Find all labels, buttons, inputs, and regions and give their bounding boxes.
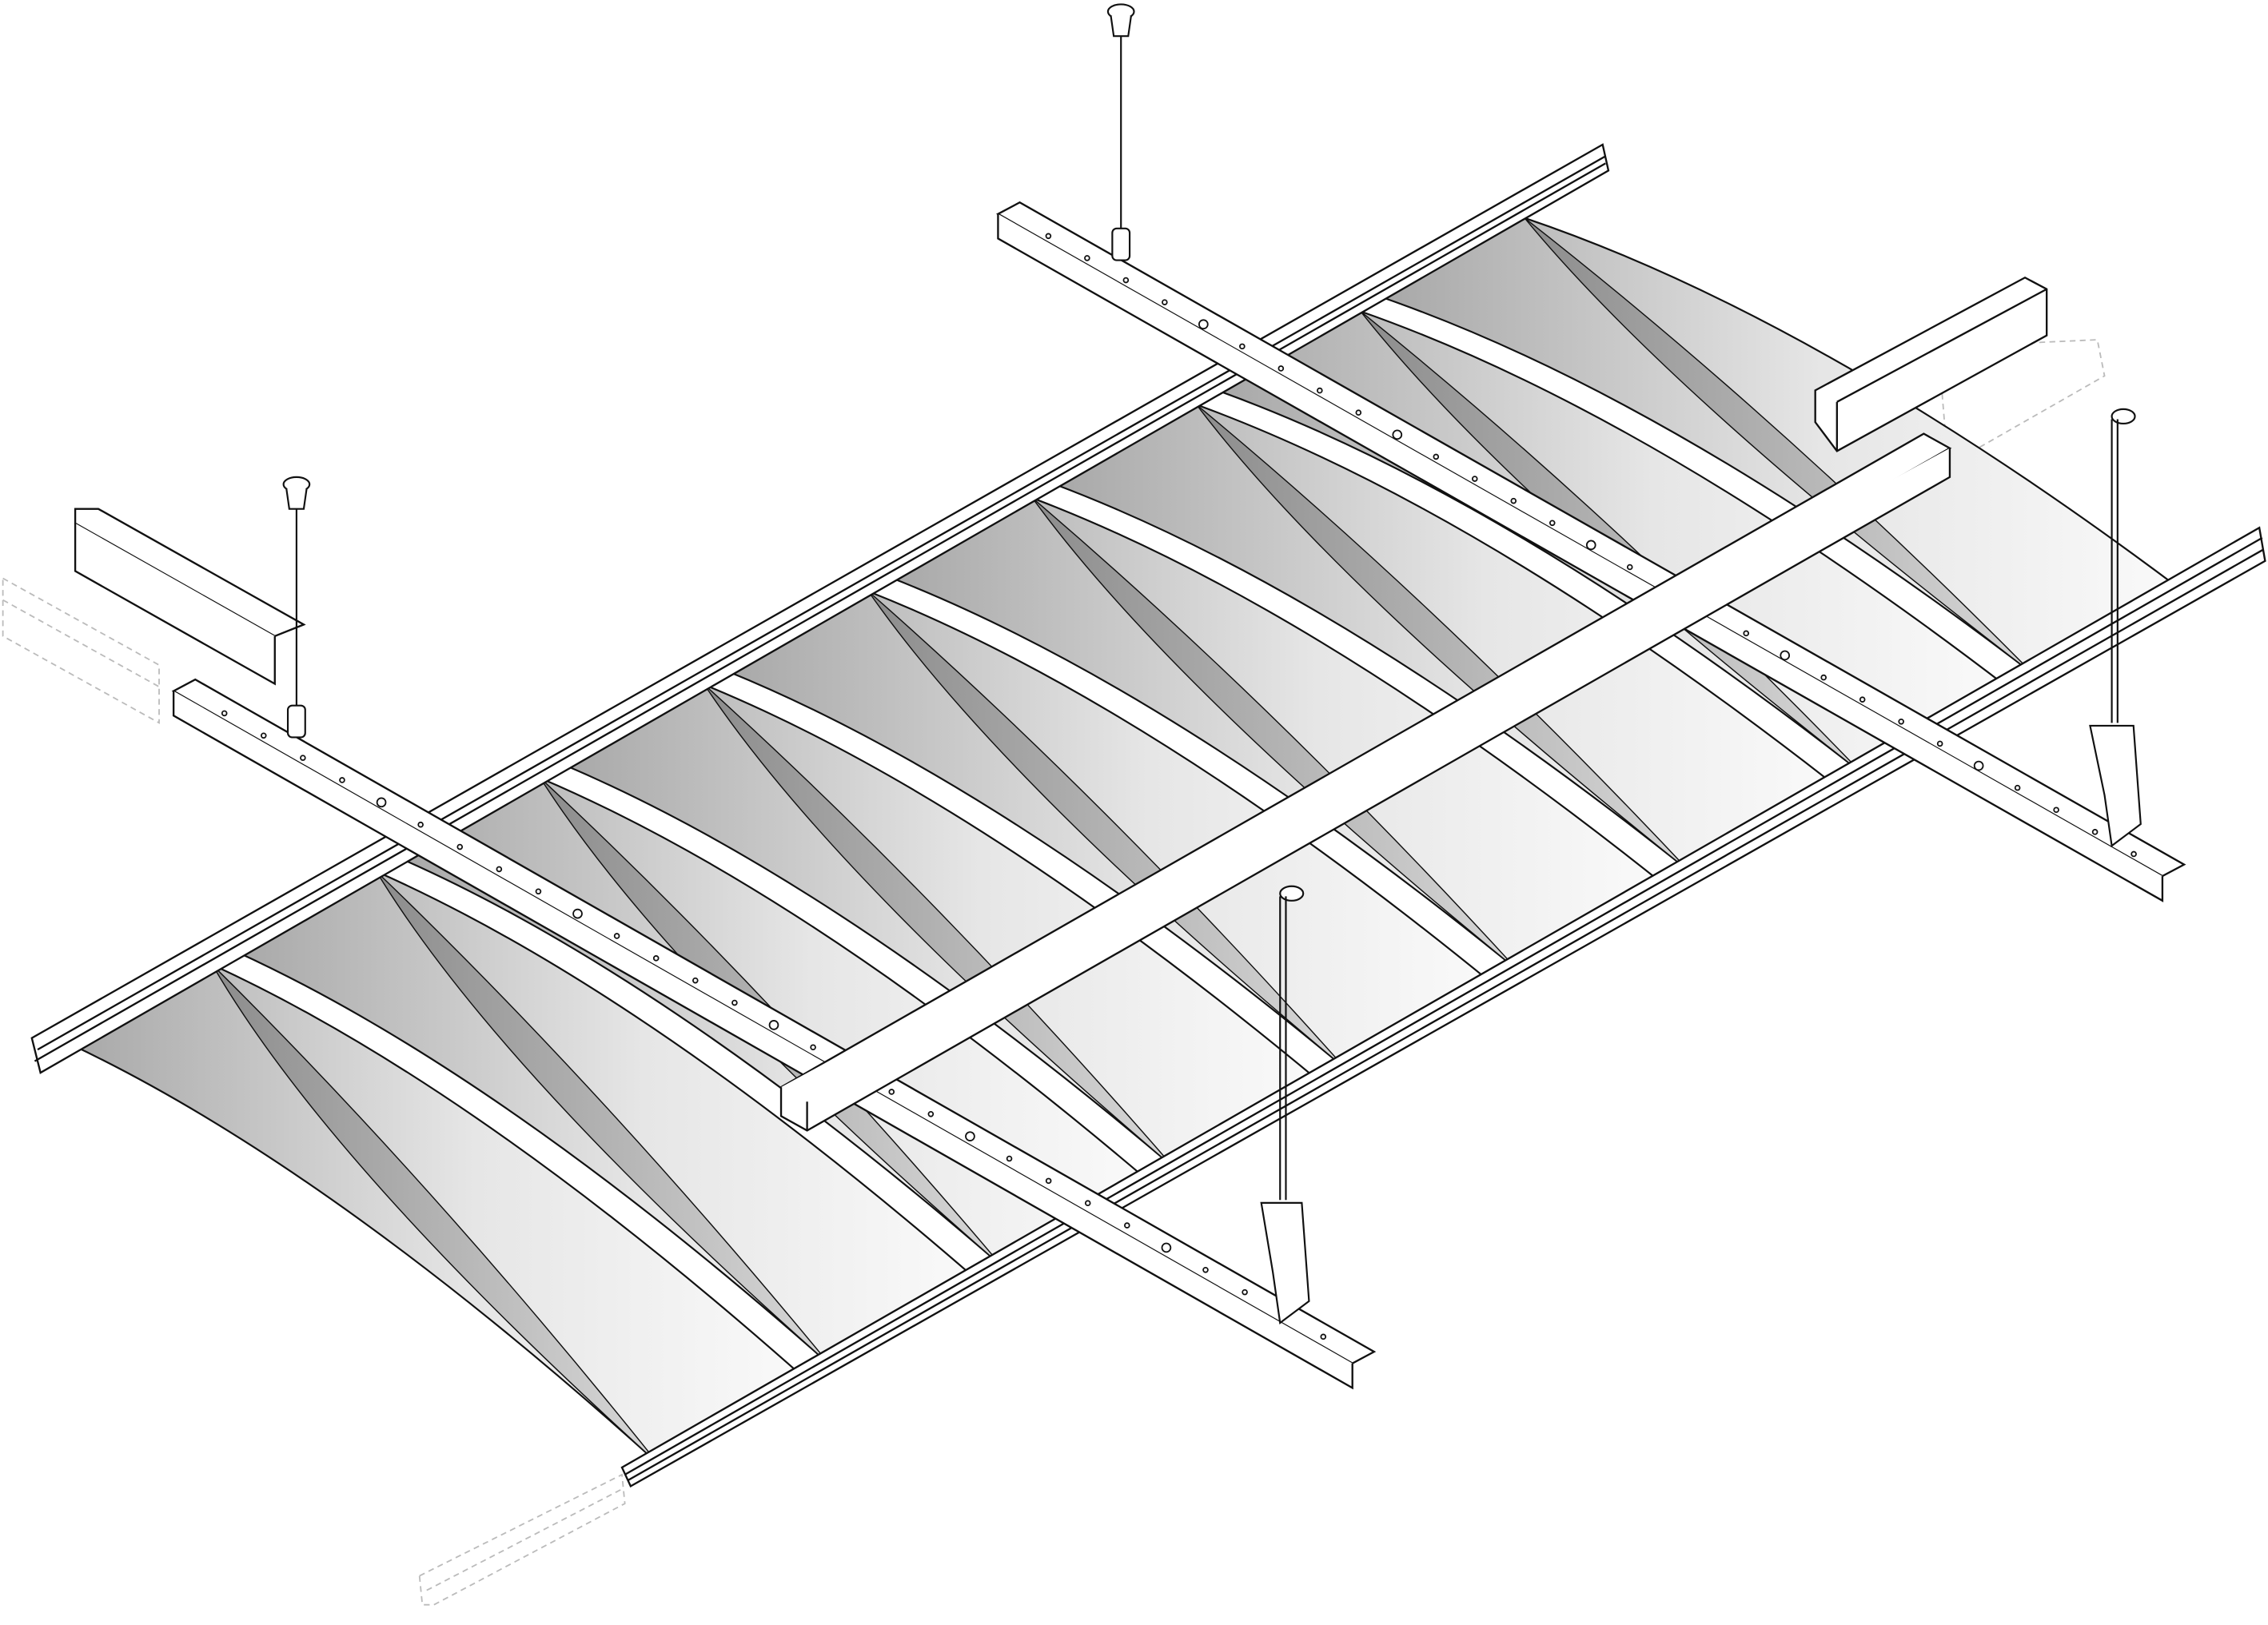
channel-hole	[613, 933, 620, 939]
channel-hole	[456, 843, 464, 850]
channel-hole	[927, 1111, 935, 1117]
channel-hole	[731, 999, 738, 1006]
channel-hole	[1392, 429, 1403, 440]
channel-hole	[1277, 365, 1285, 372]
channel-hole	[1161, 1242, 1172, 1253]
channel-hole	[692, 977, 699, 984]
channel-hole	[1471, 476, 1478, 482]
channel-hole	[1202, 1266, 1209, 1273]
channel-hole	[1936, 740, 1943, 747]
channel-hole	[300, 755, 306, 761]
channel-hole	[417, 821, 424, 828]
cross-channel-back	[995, 201, 2186, 902]
channel-hole	[1317, 387, 1323, 394]
bracket-right	[1814, 276, 2048, 452]
main-bar	[779, 432, 1952, 1132]
channel-hole	[1045, 233, 1052, 240]
channel-hole	[1242, 1288, 1248, 1296]
channel-hole	[1780, 650, 1791, 661]
channel-hole	[768, 1020, 779, 1030]
channel-hole	[1006, 1155, 1013, 1162]
channel-hole	[1084, 1200, 1091, 1207]
channel-hole	[221, 710, 228, 717]
channel-hole	[1162, 299, 1168, 305]
channel-hole	[1859, 696, 1866, 703]
channel-hole	[2014, 784, 2021, 791]
channel-hole	[1084, 255, 1090, 261]
channel-hole	[2091, 829, 2099, 835]
channel-hole	[1898, 718, 1904, 725]
channel-hole	[965, 1131, 975, 1141]
channel-hole	[888, 1089, 895, 1095]
channel-hole	[2130, 850, 2137, 858]
channel-hole	[1626, 564, 1633, 571]
channel-hole	[810, 1044, 816, 1051]
channel-hole	[1239, 343, 1246, 350]
carrier-rail-right	[620, 526, 2266, 1488]
channel-hole	[1198, 319, 1209, 330]
channel-hole	[260, 732, 267, 739]
channel-hole	[1820, 674, 1827, 681]
channel-hole	[1973, 760, 1984, 771]
rod-hanger-icon	[1260, 408, 2142, 1324]
channel-hole	[1585, 540, 1596, 551]
channel-hole	[1045, 1177, 1052, 1185]
channel-hole	[652, 955, 660, 962]
channel-hole	[535, 888, 542, 895]
channel-hole	[1743, 630, 1750, 637]
channel-hole	[2053, 807, 2059, 814]
ghost-parts	[2, 339, 2106, 1606]
wire-hanger-icon	[282, 3, 1135, 739]
channel-hole	[572, 908, 583, 919]
channel-hole	[1124, 1222, 1130, 1229]
channel-hole	[1510, 497, 1517, 504]
channel-hole	[339, 777, 345, 783]
channel-hole	[496, 866, 503, 873]
channel-hole	[1320, 1333, 1327, 1340]
bracket-left	[74, 508, 306, 686]
channel-hole	[376, 797, 387, 808]
channel-hole	[1549, 520, 1556, 527]
channel-hole	[1433, 453, 1440, 460]
channel-hole	[1355, 409, 1362, 416]
channel-hole	[1122, 277, 1130, 284]
